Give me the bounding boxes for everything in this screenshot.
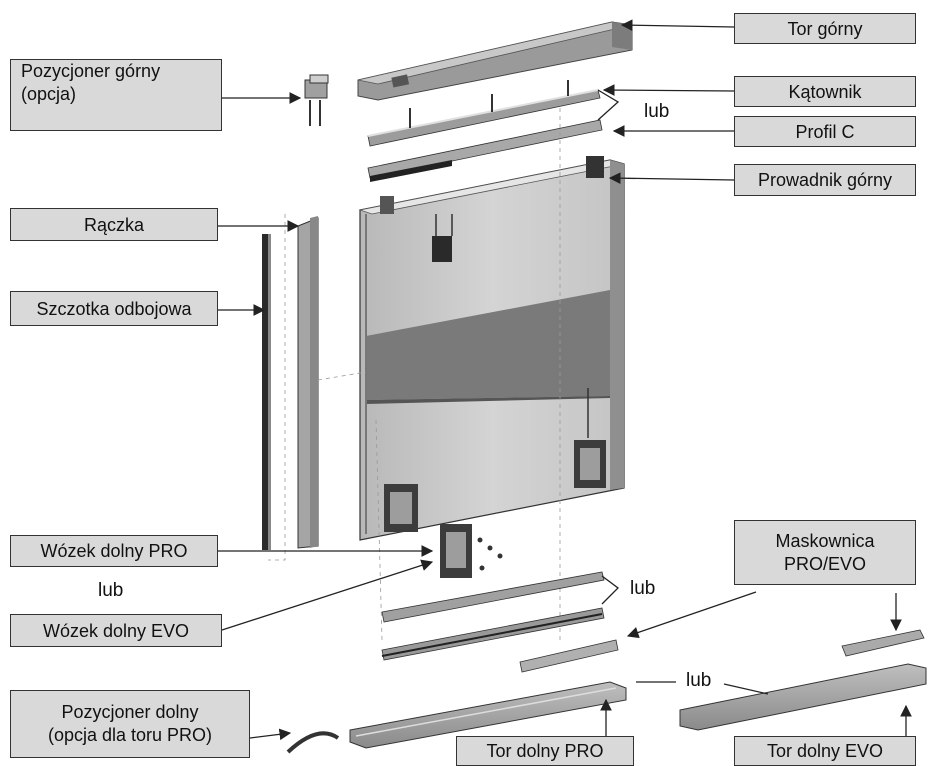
bottom-positioner — [286, 731, 340, 754]
connector-lub-bottom-profiles: lub — [630, 578, 656, 599]
loose-carriage — [440, 524, 503, 578]
track-pro — [349, 681, 627, 749]
track-evo — [679, 629, 927, 731]
connector-lub-tracks: lub — [684, 670, 714, 692]
angle-profile — [367, 89, 601, 147]
top-track — [357, 21, 633, 101]
label-wozek-evo: Wózek dolny EVO — [10, 614, 222, 647]
label-pozycjoner-dolny: Pozycjoner dolny (opcja dla toru PRO) — [10, 690, 250, 758]
label-pozycjoner-gorny: Pozycjoner górny (opcja) — [10, 59, 222, 131]
bottom-profiles — [381, 571, 619, 673]
label-maskownica-line1: Maskownica — [775, 530, 875, 551]
label-szczotka: Szczotka odbojowa — [10, 291, 218, 326]
label-pozycjoner-dolny-line2: (opcja dla toru PRO) — [47, 725, 213, 745]
c-profile — [367, 80, 603, 182]
label-raczka: Rączka — [10, 208, 218, 241]
label-profil-c: Profil C — [734, 116, 916, 147]
arrows — [218, 19, 912, 741]
dashed-guides — [268, 108, 561, 641]
brush — [262, 234, 271, 550]
label-pozycjoner-gorny-line1: Pozycjoner górny — [21, 61, 161, 81]
top-positioner — [304, 74, 329, 126]
label-tor-gorny: Tor górny — [734, 13, 916, 44]
label-prowadnik-gorny: Prowadnik górny — [734, 164, 916, 196]
connector-lub-wozek: lub — [98, 580, 124, 601]
handle — [297, 216, 319, 549]
label-wozek-pro: Wózek dolny PRO — [10, 535, 218, 567]
label-pozycjoner-gorny-line2: (opcja) — [21, 84, 77, 104]
label-maskownica-line2: PRO/EVO — [783, 553, 867, 574]
label-katownik: Kątownik — [734, 76, 916, 107]
door-panel — [358, 156, 625, 541]
label-pozycjoner-dolny-line1: Pozycjoner dolny — [61, 702, 199, 722]
connector-lub-top: lub — [644, 101, 670, 122]
label-maskownica: Maskownica PRO/EVO — [734, 520, 916, 585]
label-tor-dolny-pro: Tor dolny PRO — [456, 736, 634, 766]
